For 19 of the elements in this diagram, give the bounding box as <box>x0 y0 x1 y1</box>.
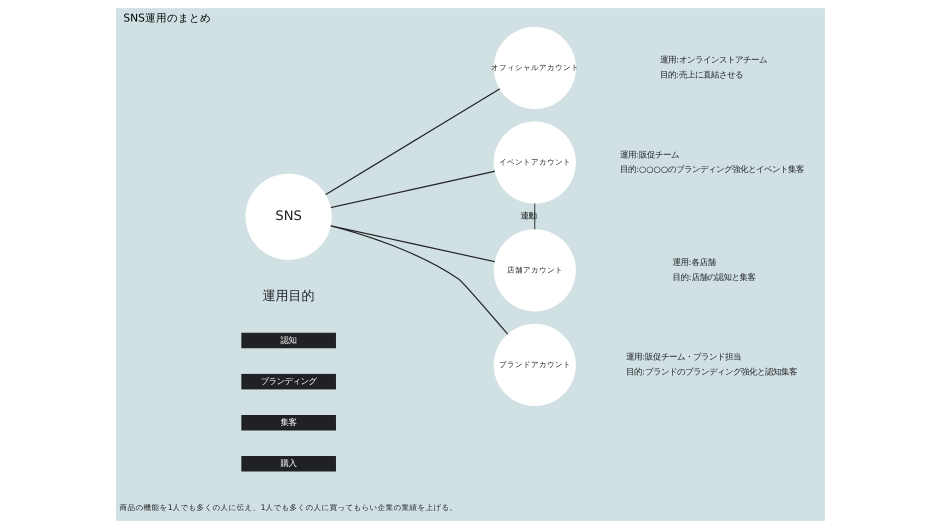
node-label: 運用:販促チーム <box>620 149 679 160</box>
node-box: ブランディング <box>240 374 336 390</box>
node-circle: SNS <box>244 174 332 260</box>
node-box: 集客 <box>240 414 336 430</box>
node-box: 購入 <box>240 456 336 472</box>
node-label: 運用:オンラインストアチーム <box>660 54 766 65</box>
connector <box>330 225 494 262</box>
node-label: 運用:販促チーム・ブランド担当 <box>626 352 740 362</box>
node-box: 認知 <box>240 332 336 348</box>
connector <box>324 88 500 196</box>
connector <box>330 225 508 334</box>
node-label: 目的:○○○○のブランディング強化とイベント集客 <box>620 164 804 174</box>
node-label: 運用:各店舗 <box>672 257 715 268</box>
diagram-title: SNS運用のまとめ <box>122 11 210 24</box>
node-label: 目的:売上に直結させる <box>660 70 742 80</box>
label: 運用目的 <box>262 288 314 304</box>
node-label: 目的:ブランドのブランディング強化と認知集客 <box>626 366 796 377</box>
connector <box>330 170 494 208</box>
node-label: 目的:店舗の認知と集客 <box>672 272 755 282</box>
